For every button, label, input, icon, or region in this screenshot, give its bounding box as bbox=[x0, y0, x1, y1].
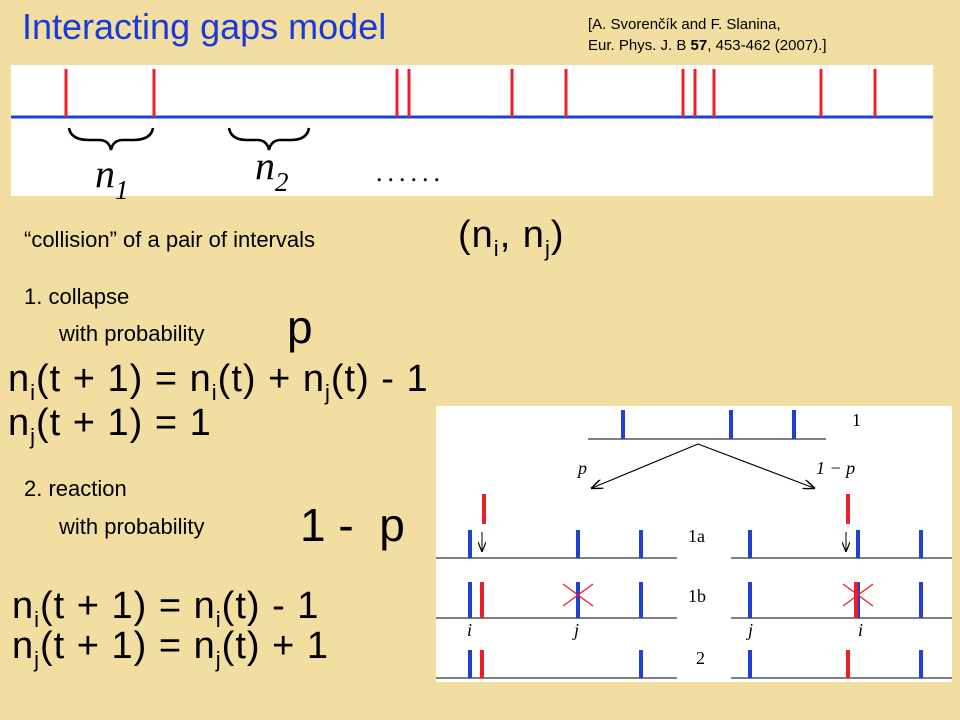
slide-title: Interacting gaps model bbox=[22, 6, 387, 47]
n2-label: n2 bbox=[255, 143, 289, 197]
case2-equation-1: ni(t + 1) = ni(t) - 1 bbox=[12, 585, 320, 632]
gap-sequence-panel bbox=[11, 65, 933, 196]
collision-text: “collision” of a pair of intervals bbox=[24, 227, 316, 252]
case1-probability-text: with probability bbox=[59, 321, 205, 346]
process-diagram-figure bbox=[436, 410, 952, 682]
label-1: 1 bbox=[852, 410, 861, 430]
case1-probability: p bbox=[287, 301, 313, 353]
case2-probability-text: with probability bbox=[59, 514, 205, 539]
label-2: 2 bbox=[696, 648, 705, 668]
label-right-i: i bbox=[858, 620, 864, 640]
label-left-i: i bbox=[467, 620, 473, 640]
row-1a-marks bbox=[468, 494, 923, 558]
case2-probability: 1 - p bbox=[300, 499, 405, 551]
brace-n2-icon bbox=[227, 127, 311, 151]
label-1-minus-p: 1 − p bbox=[816, 458, 856, 478]
label-left-j: j bbox=[574, 620, 580, 640]
label-right-j: j bbox=[748, 620, 754, 640]
case1-equation-2: nj(t + 1) = 1 bbox=[8, 402, 212, 449]
reference-line-1: [A. Svorenčík and F. Slanina, bbox=[588, 16, 781, 33]
brace-n1-icon bbox=[67, 127, 155, 151]
reference-line-2: Eur. Phys. J. B 57, 453-462 (2007).] bbox=[588, 35, 826, 56]
collision-pair: (ni, nj) bbox=[458, 214, 565, 261]
brace-icons bbox=[67, 127, 311, 151]
row-1b-marks bbox=[468, 582, 923, 618]
reference-volume: 57 bbox=[690, 37, 708, 54]
n1-label: n1 bbox=[95, 151, 129, 205]
row-2-marks bbox=[468, 650, 923, 678]
cross-left-icon bbox=[562, 583, 594, 607]
arrow-left-icon bbox=[592, 443, 699, 488]
case2-equation-2: nj(t + 1) = nj(t) + 1 bbox=[12, 625, 329, 672]
ellipsis: ...... bbox=[376, 158, 445, 187]
label-1b: 1b bbox=[688, 586, 706, 606]
gap-markers bbox=[64, 69, 877, 117]
case1-heading: 1. collapse bbox=[24, 284, 130, 309]
row-lines bbox=[436, 557, 952, 679]
top-row-marks bbox=[621, 410, 796, 439]
arrow-right-icon bbox=[697, 443, 814, 488]
label-p: p bbox=[578, 458, 587, 478]
case1-equation-1: ni(t + 1) = ni(t) + nj(t) - 1 bbox=[8, 358, 429, 405]
process-diagram: 1 p 1 − p 1a 1b 2 i j j i bbox=[436, 406, 952, 682]
case2-heading: 2. reaction bbox=[24, 476, 127, 501]
reference-citation: [A. Svorenčík and F. Slanina, Eur. Phys.… bbox=[588, 14, 826, 56]
reference-pages: , 453-462 (2007).] bbox=[707, 37, 827, 54]
reference-journal: Eur. Phys. J. B bbox=[588, 37, 691, 54]
gap-sequence-figure bbox=[11, 69, 933, 151]
label-1a: 1a bbox=[688, 526, 705, 546]
